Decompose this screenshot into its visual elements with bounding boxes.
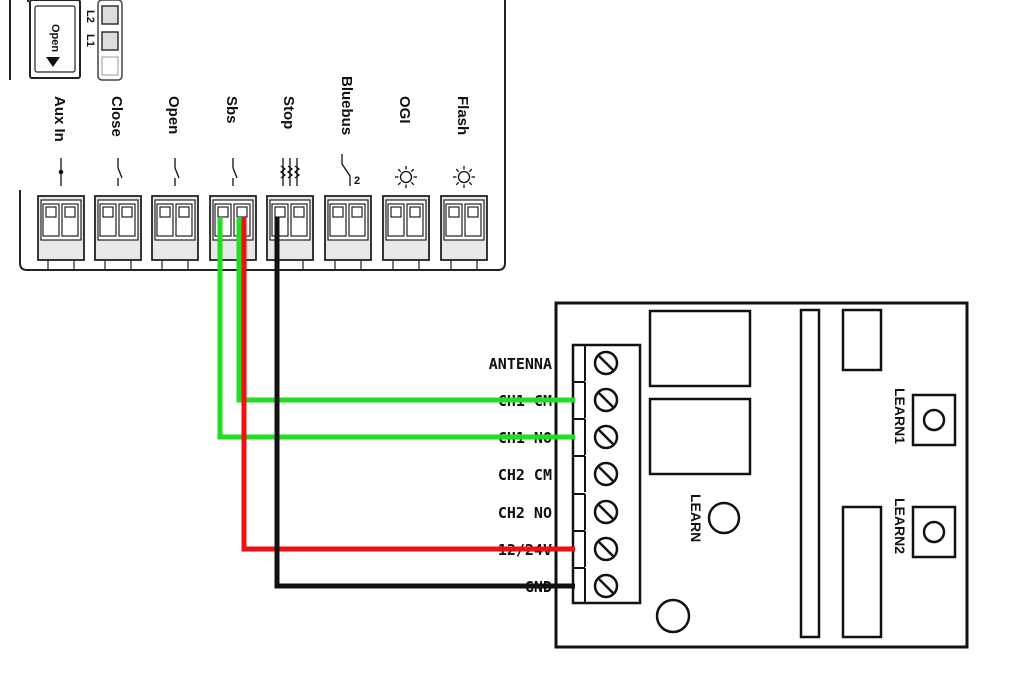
relay-1 [648, 309, 752, 388]
terminal-label-open: Open [165, 96, 182, 134]
screw-icon-antenna [584, 345, 619, 381]
rail-strip [799, 308, 821, 639]
terminal-symbol-stop [279, 158, 301, 186]
wire-gnd [274, 217, 575, 589]
lamp-icon [395, 166, 417, 188]
play-icon [46, 57, 60, 67]
open-button[interactable]: Open [29, 0, 81, 79]
led-indicators [97, 0, 123, 81]
learn1-label: LEARN1 [892, 388, 908, 444]
terminal-symbol-bluebus [341, 154, 351, 186]
wire-ch1-no [217, 217, 575, 440]
mount-hole [655, 598, 691, 634]
terminal-label-bluebus: Bluebus [338, 76, 355, 135]
screw-icon-12-24v [584, 531, 619, 567]
wire-ch1-cm [236, 217, 575, 403]
terminal-block-flash [440, 195, 488, 270]
terminal-label-aux-in: Aux In [51, 96, 68, 142]
component-top [841, 308, 883, 372]
screw-icon-ch1-cm [584, 382, 619, 418]
terminal-symbol-flash [453, 166, 475, 188]
screw-icon-ch2-no [584, 494, 619, 530]
wire-12-24v [241, 217, 575, 552]
terminal-label-close: Close [108, 96, 125, 137]
learn2-button[interactable] [911, 505, 957, 559]
learn1-button[interactable] [911, 393, 957, 447]
screw-icon-ch2-cm [584, 456, 619, 492]
controller-board-outline [19, 0, 506, 271]
open-button-label: Open [49, 24, 61, 52]
terminal-block-bluebus [324, 195, 372, 270]
screw-icon-gnd [584, 568, 619, 604]
terminal-symbol-open [174, 158, 180, 186]
terminal-symbol-close [117, 158, 123, 186]
relay-2 [648, 397, 752, 476]
terminal-block-stop [266, 195, 314, 270]
terminal-label-ch2-cm: CH2 CM [498, 466, 552, 484]
terminal-block-close [94, 195, 142, 270]
terminal-label-ogi: OGI [396, 96, 413, 124]
terminal-label-flash: Flash [454, 96, 471, 135]
terminal-symbol-ogi [395, 166, 417, 188]
terminal-symbol-aux-in [58, 158, 64, 186]
terminal-symbol-sbs [232, 158, 238, 186]
terminal-block-ogi [382, 195, 430, 270]
terminal-block-open [151, 195, 199, 270]
bluebus-superscript: 2 [354, 175, 360, 187]
terminal-block-aux-in [37, 195, 85, 270]
led-label-l2: L2 [84, 10, 96, 23]
terminal-label-sbs: Sbs [223, 96, 240, 124]
terminal-block-sbs [209, 195, 257, 270]
terminal-label-ch2-no: CH2 NO [498, 504, 552, 522]
component-bottom [841, 505, 883, 639]
learn2-label: LEARN2 [892, 498, 908, 554]
learn-button[interactable] [707, 501, 741, 535]
led-label-l1: L1 [84, 34, 96, 47]
terminal-label-antenna: ANTENNA [489, 355, 552, 373]
screw-icon-ch1-no [584, 419, 619, 455]
terminal-label-stop: Stop [280, 96, 297, 129]
learn-label: LEARN [688, 494, 704, 542]
lamp-icon [453, 166, 475, 188]
